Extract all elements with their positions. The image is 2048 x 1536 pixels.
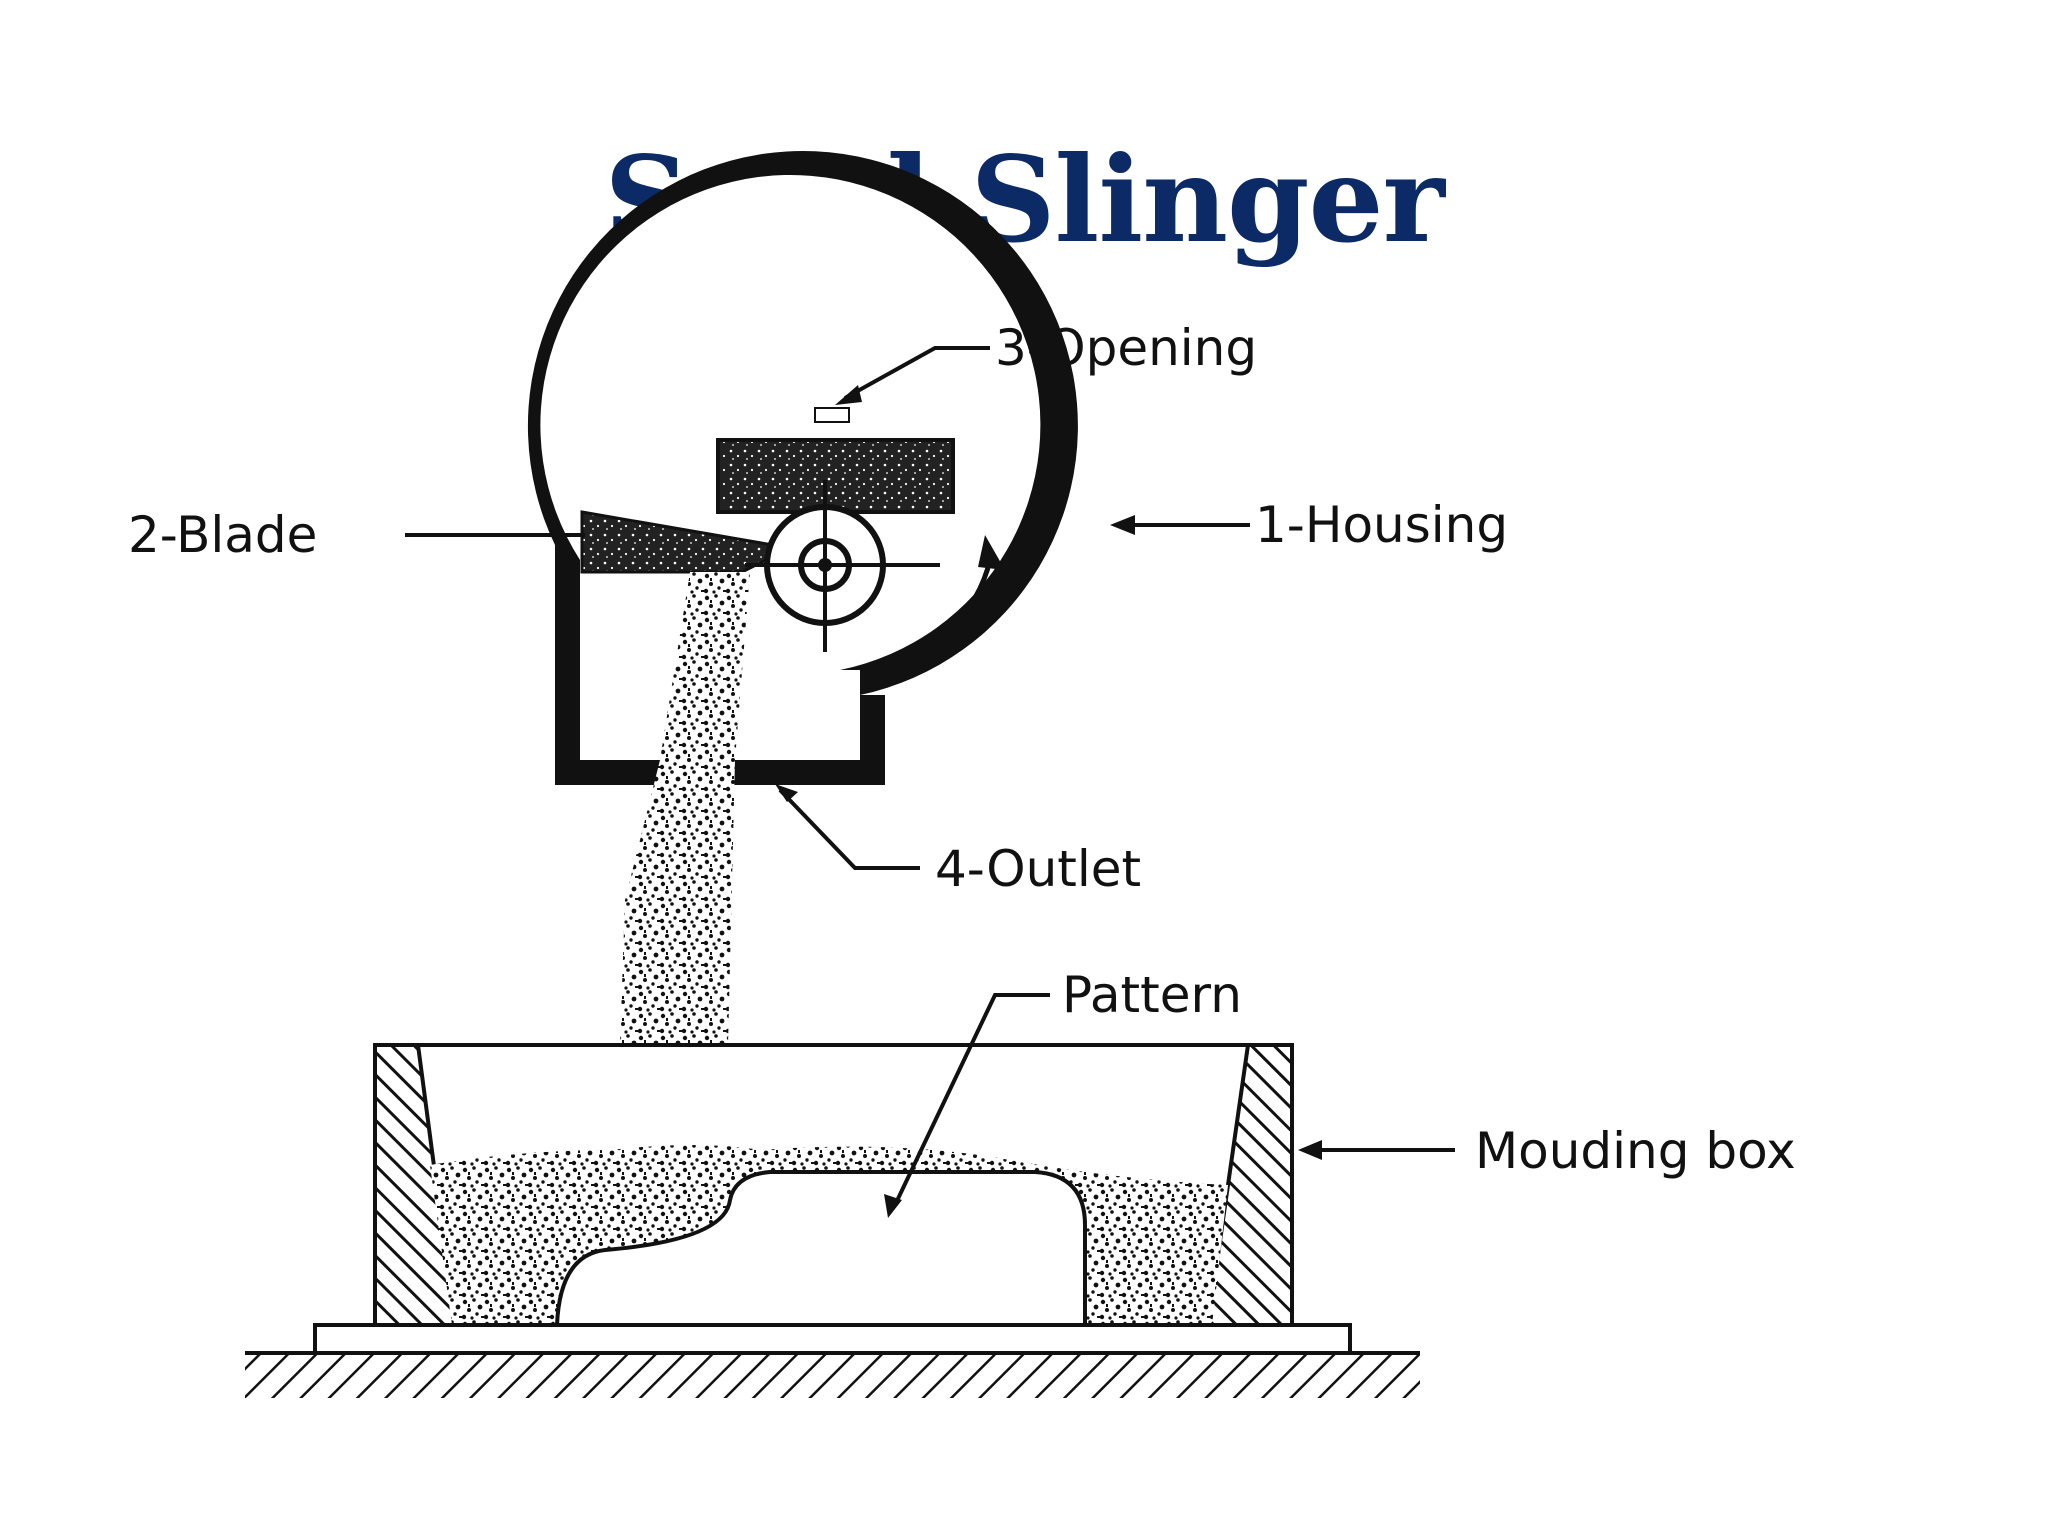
opening-slot — [814, 407, 850, 423]
label-housing: 1-Housing — [1255, 496, 1508, 554]
label-pattern: Pattern — [1062, 966, 1242, 1024]
pattern-shape — [554, 1170, 1087, 1327]
base-board — [313, 1323, 1352, 1355]
housing-arrowhead — [1110, 515, 1135, 535]
moulding-box-arrowhead — [1298, 1140, 1322, 1160]
ground — [245, 1353, 1420, 1398]
label-moulding-box: Mouding box — [1475, 1122, 1796, 1180]
pattern-arrowhead — [884, 1194, 902, 1218]
label-blade: 2-Blade — [128, 506, 317, 564]
sand-stream — [620, 572, 750, 1045]
label-opening: 3-Opening — [995, 319, 1257, 377]
rotation-arrow-head — [978, 535, 1005, 570]
leader-lines — [405, 346, 1455, 1206]
leader-arrowheads — [775, 385, 1322, 1218]
sand-block-top — [716, 438, 955, 514]
outlet-arrowhead — [775, 784, 798, 802]
sand-fill — [430, 1145, 1228, 1325]
moulding-box — [313, 1043, 1352, 1355]
rotation-arrow — [879, 559, 993, 668]
label-outlet: 4-Outlet — [935, 840, 1141, 898]
opening-leader — [844, 346, 990, 400]
outlet-leader — [778, 788, 920, 870]
impeller — [745, 480, 940, 652]
pattern-leader — [893, 993, 1050, 1206]
opening-arrowhead — [835, 385, 862, 405]
